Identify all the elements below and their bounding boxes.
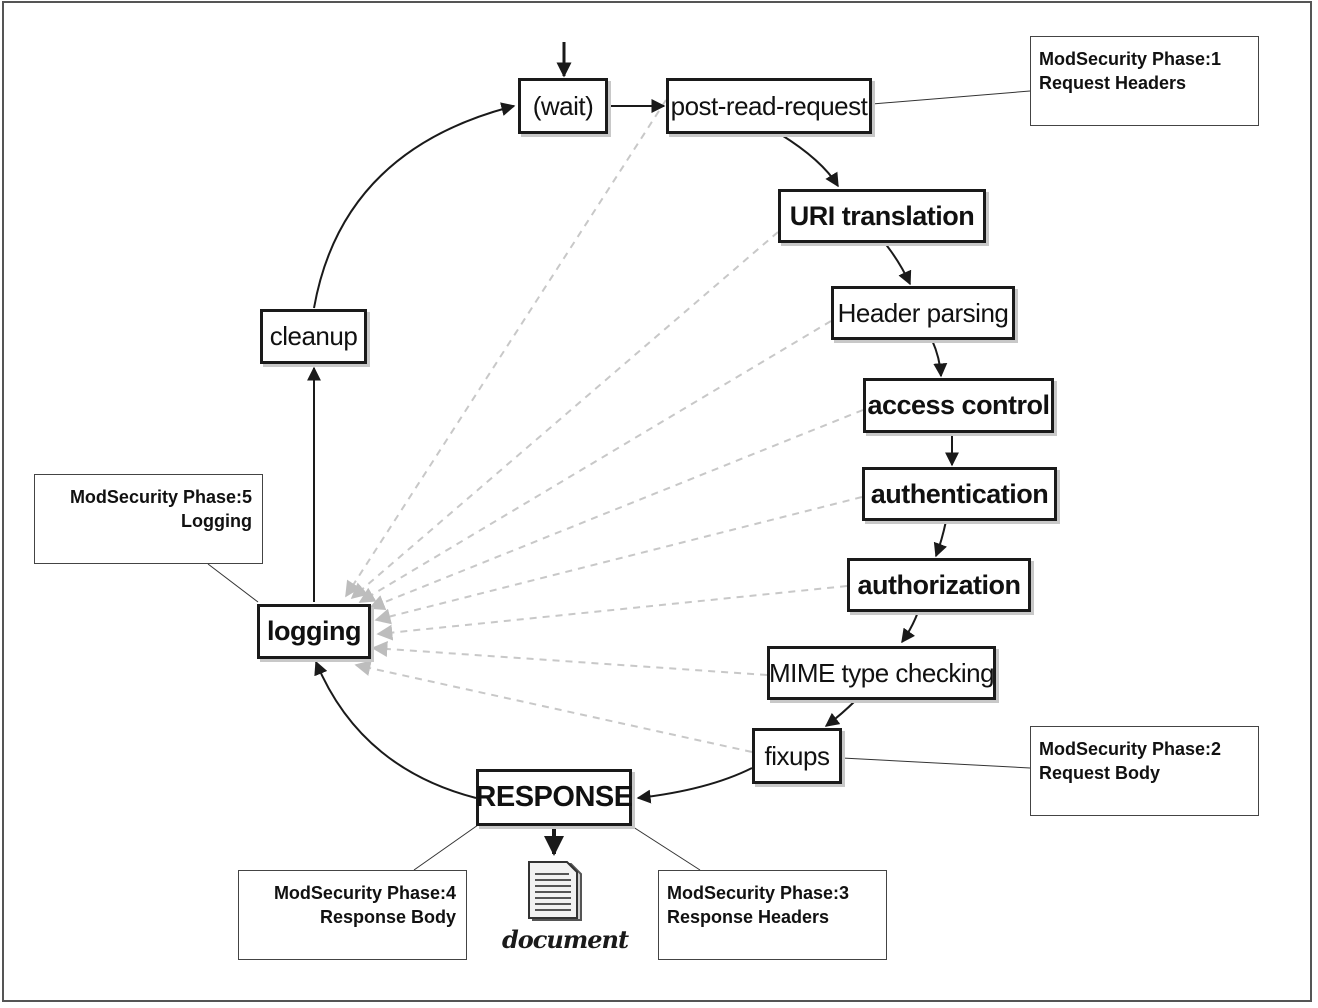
dashed-arrows	[345, 99, 864, 753]
note-phase4: ModSecurity Phase:4 Response Body	[238, 870, 467, 960]
note-phase5: ModSecurity Phase:5 Logging	[34, 474, 263, 564]
note-leaders	[207, 90, 1031, 871]
node-access-control: access control	[863, 378, 1054, 433]
leader-phase2	[841, 757, 1031, 769]
arrow-authentication-to-authorization	[933, 520, 947, 558]
arrow-uri-to-header	[883, 241, 912, 286]
node-post-read-request: post-read-request	[666, 78, 872, 134]
dashed-arrow-post-read	[345, 99, 667, 598]
node-header-parsing: Header parsing	[831, 286, 1015, 340]
node-fixups: fixups	[752, 728, 842, 784]
node-response: RESPONSE	[475, 769, 633, 826]
node-wait: (wait)	[518, 78, 608, 134]
note-phase1: ModSecurity Phase:1 Request Headers	[1030, 36, 1259, 126]
note-phase2: ModSecurity Phase:2 Request Body	[1030, 726, 1259, 816]
flow-arrows	[307, 42, 959, 856]
dashed-arrow-uri	[350, 231, 779, 600]
arrow-post-to-uri	[779, 133, 839, 188]
arrow-mime-to-fixups	[824, 699, 857, 727]
note-phase4-subtitle: Response Body	[319, 907, 456, 927]
arrow-response-to-logging	[314, 660, 477, 799]
node-uri-translation: URI translation	[778, 189, 986, 243]
arrow-authorization-to-mime	[901, 611, 919, 644]
note-phase5-title: ModSecurity Phase:5	[69, 487, 252, 507]
note-phase3-title: ModSecurity Phase:3	[667, 883, 850, 903]
note-phase1-subtitle: Request Headers	[1039, 73, 1187, 93]
note-phase5-subtitle: Logging	[181, 511, 252, 531]
note-phase1-title: ModSecurity Phase:1	[1039, 49, 1222, 69]
dashed-arrow-fixups	[354, 660, 753, 753]
leader-phase4	[413, 824, 479, 871]
dashed-arrow-authentication	[374, 496, 863, 625]
note-phase2-title: ModSecurity Phase:2	[1039, 739, 1222, 759]
note-phase2-subtitle: Request Body	[1039, 763, 1161, 783]
node-cleanup: cleanup	[260, 309, 367, 364]
document-label: document	[502, 925, 629, 954]
note-phase4-title: ModSecurity Phase:4	[273, 883, 456, 903]
note-phase3: ModSecurity Phase:3 Response Headers	[658, 870, 887, 960]
document-icon	[528, 861, 582, 921]
arrow-fixups-to-response	[636, 767, 753, 804]
dashed-arrow-authorization	[376, 585, 848, 641]
dashed-arrow-mime	[371, 641, 768, 676]
arrow-header-to-access	[931, 339, 948, 378]
arrow-cleanup-to-wait	[313, 102, 516, 309]
leader-phase1	[871, 90, 1031, 105]
node-logging: logging	[257, 604, 371, 659]
node-authentication: authentication	[862, 467, 1057, 521]
leader-phase5	[207, 563, 259, 603]
dashed-arrow-header	[358, 320, 832, 603]
dashed-arrow-access	[368, 409, 864, 611]
node-authorization: authorization	[847, 558, 1031, 612]
leader-phase3	[629, 824, 701, 871]
note-phase3-subtitle: Response Headers	[667, 907, 830, 927]
node-mime-type-checking: MIME type checking	[767, 646, 996, 700]
